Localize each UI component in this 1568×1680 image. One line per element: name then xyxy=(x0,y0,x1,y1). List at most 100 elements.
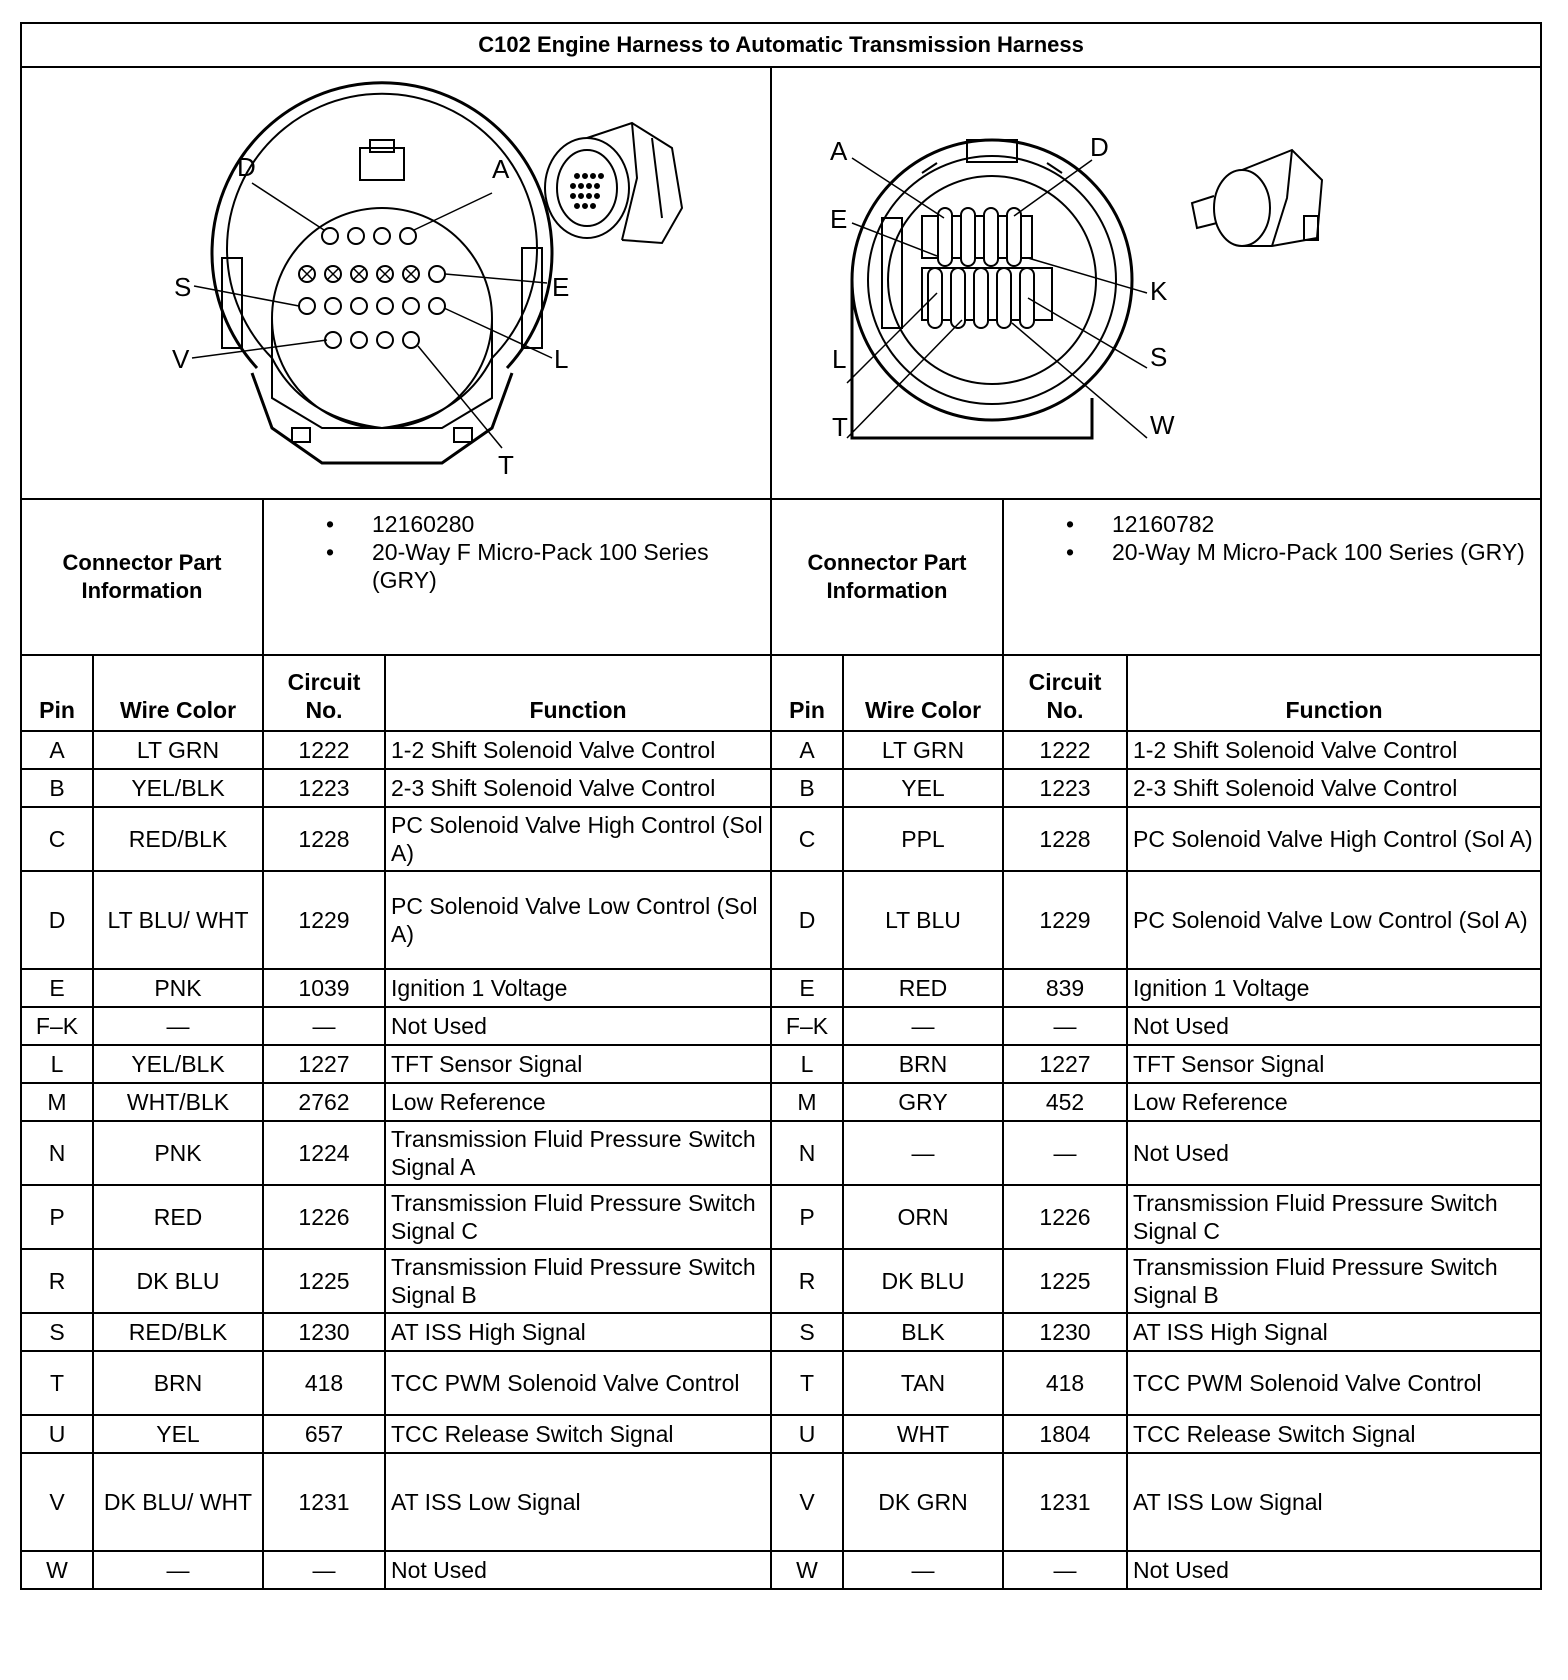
pin-label-k: K xyxy=(1150,276,1168,306)
right-circuit-cell: — xyxy=(1002,1120,1128,1186)
right-pin-cell: S xyxy=(770,1312,844,1352)
pin-label-d: D xyxy=(237,152,256,182)
left-function-cell: 2-3 Shift Solenoid Valve Control xyxy=(384,768,772,808)
right-circuit-cell: 1225 xyxy=(1002,1248,1128,1314)
right-function-cell: AT ISS Low Signal xyxy=(1125,1452,1543,1552)
left-header-circuit: Circuit No. xyxy=(262,654,386,732)
right-function-cell: TCC PWM Solenoid Valve Control xyxy=(1125,1350,1543,1416)
left-wire-color-cell: — xyxy=(92,1006,264,1046)
pin-label-t: T xyxy=(832,412,848,442)
right-wire-color-cell: LT BLU xyxy=(842,870,1004,970)
female-connector-figure: D A S E V L T xyxy=(20,66,772,500)
left-function-cell: Not Used xyxy=(384,1550,772,1590)
pin-label-s: S xyxy=(174,272,191,302)
left-wire-color-cell: WHT/BLK xyxy=(92,1082,264,1122)
right-header-circuit: Circuit No. xyxy=(1002,654,1128,732)
left-function-cell: 1-2 Shift Solenoid Valve Control xyxy=(384,730,772,770)
pin-label-l: L xyxy=(832,344,846,374)
right-circuit-cell: 1227 xyxy=(1002,1044,1128,1084)
pin-label-e: E xyxy=(830,204,847,234)
right-pin-cell: N xyxy=(770,1120,844,1186)
male-connector-isometric-view xyxy=(1190,148,1324,247)
left-wire-color-cell: RED xyxy=(92,1184,264,1250)
left-wire-color-cell: RED/BLK xyxy=(92,1312,264,1352)
left-circuit-cell: 1231 xyxy=(262,1452,386,1552)
left-pin-cell: P xyxy=(20,1184,94,1250)
right-pin-cell: A xyxy=(770,730,844,770)
right-function-cell: Not Used xyxy=(1125,1006,1543,1046)
left-function-cell: AT ISS High Signal xyxy=(384,1312,772,1352)
left-circuit-cell: 1229 xyxy=(262,870,386,970)
pin-label-a: A xyxy=(830,136,848,166)
female-connector-isometric-view xyxy=(544,121,684,245)
left-wire-color-cell: LT BLU/ WHT xyxy=(92,870,264,970)
right-function-cell: AT ISS High Signal xyxy=(1125,1312,1543,1352)
right-function-cell: Ignition 1 Voltage xyxy=(1125,968,1543,1008)
right-circuit-cell: — xyxy=(1002,1550,1128,1590)
right-pin-cell: V xyxy=(770,1452,844,1552)
left-pin-cell: A xyxy=(20,730,94,770)
right-circuit-cell: 1804 xyxy=(1002,1414,1128,1454)
pin-label-l: L xyxy=(554,344,568,374)
right-function-cell: PC Solenoid Valve Low Control (Sol A) xyxy=(1125,870,1543,970)
right-function-cell: Transmission Fluid Pressure Switch Signa… xyxy=(1125,1184,1543,1250)
left-function-cell: TCC PWM Solenoid Valve Control xyxy=(384,1350,772,1416)
left-circuit-cell: 1230 xyxy=(262,1312,386,1352)
left-wire-color-cell: YEL/BLK xyxy=(92,768,264,808)
right-function-cell: TCC Release Switch Signal xyxy=(1125,1414,1543,1454)
right-wire-color-cell: BLK xyxy=(842,1312,1004,1352)
left-pin-cell: U xyxy=(20,1414,94,1454)
right-pin-cell: B xyxy=(770,768,844,808)
right-pin-cell: C xyxy=(770,806,844,872)
left-function-cell: PC Solenoid Valve High Control (Sol A) xyxy=(384,806,772,872)
left-circuit-cell: 2762 xyxy=(262,1082,386,1122)
left-circuit-cell: 657 xyxy=(262,1414,386,1454)
left-pin-cell: S xyxy=(20,1312,94,1352)
right-circuit-cell: 418 xyxy=(1002,1350,1128,1416)
pin-label-w: W xyxy=(1150,410,1175,440)
right-circuit-cell: 1228 xyxy=(1002,806,1128,872)
left-header-wire-color: Wire Color xyxy=(92,654,264,732)
right-circuit-cell: — xyxy=(1002,1006,1128,1046)
male-connector-face-diagram: A D E K L S T W xyxy=(830,132,1324,442)
right-header-wire-color: Wire Color xyxy=(842,654,1004,732)
left-function-cell: Transmission Fluid Pressure Switch Signa… xyxy=(384,1248,772,1314)
document-title: C102 Engine Harness to Automatic Transmi… xyxy=(19,22,1543,68)
right-pin-cell: U xyxy=(770,1414,844,1454)
left-pin-cell: D xyxy=(20,870,94,970)
left-wire-color-cell: BRN xyxy=(92,1350,264,1416)
right-function-cell: Not Used xyxy=(1125,1120,1543,1186)
pin-label-d: D xyxy=(1090,132,1109,162)
right-function-cell: Not Used xyxy=(1125,1550,1543,1590)
right-pin-cell: W xyxy=(770,1550,844,1590)
left-connector-part-label: Connector Part Information xyxy=(20,498,264,656)
left-function-cell: AT ISS Low Signal xyxy=(384,1452,772,1552)
left-circuit-cell: 1039 xyxy=(262,968,386,1008)
left-pin-cell: B xyxy=(20,768,94,808)
right-pin-cell: E xyxy=(770,968,844,1008)
left-wire-color-cell: RED/BLK xyxy=(92,806,264,872)
right-connector-part-label: Connector Part Information xyxy=(770,498,1004,656)
pin-label-s: S xyxy=(1150,342,1167,372)
right-circuit-cell: 1222 xyxy=(1002,730,1128,770)
left-part-description: •20-Way F Micro-Pack 100 Series (GRY) xyxy=(326,539,709,593)
left-circuit-cell: 1226 xyxy=(262,1184,386,1250)
left-part-number: •12160280 xyxy=(326,511,475,537)
left-pin-cell: C xyxy=(20,806,94,872)
right-wire-color-cell: WHT xyxy=(842,1414,1004,1454)
right-pin-cell: L xyxy=(770,1044,844,1084)
right-circuit-cell: 1230 xyxy=(1002,1312,1128,1352)
right-circuit-cell: 1229 xyxy=(1002,870,1128,970)
